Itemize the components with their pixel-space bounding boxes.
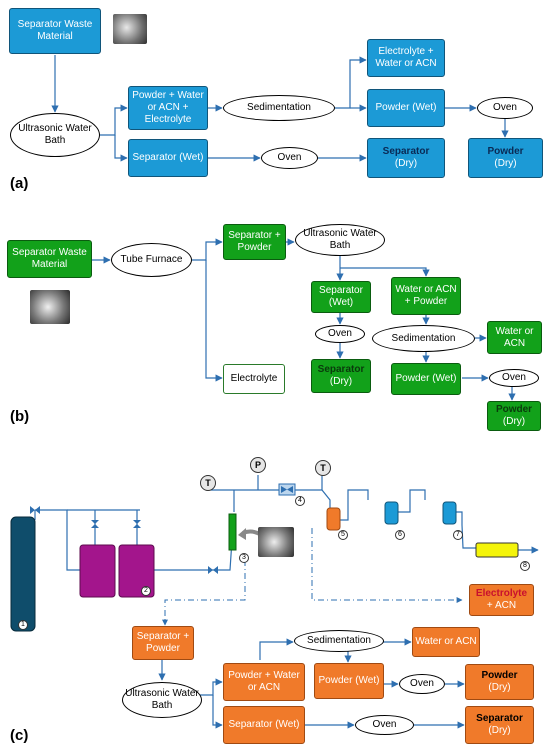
- powder-dry-box: Powder (Dry): [465, 664, 534, 700]
- label-4: 4: [295, 496, 305, 506]
- separator-waste-box: Separator Waste Material: [9, 8, 101, 54]
- powder-mix-box: Powder + Water or ACN + Electrolyte: [128, 86, 208, 130]
- electrolyte-acn-box: Electrolyte + ACN: [469, 584, 534, 616]
- sedimentation-oval: Sedimentation: [223, 95, 335, 121]
- valve-icon: [133, 520, 141, 528]
- valve-icon: [281, 486, 293, 493]
- separator-powder-box: Separator + Powder: [132, 626, 194, 660]
- powder-wet-box: Powder (Wet): [391, 363, 461, 395]
- trap-6: [384, 501, 399, 525]
- separator-dry-box: Separator (Dry): [367, 138, 445, 178]
- separator-waste-box: Separator Waste Material: [7, 240, 92, 278]
- powder-dry-box: Powder (Dry): [468, 138, 543, 178]
- electrolyte-box: Electrolyte: [223, 364, 285, 394]
- label-3: 3: [239, 553, 249, 563]
- separator-wet-box: Separator (Wet): [311, 281, 371, 313]
- water-acn-box: Water or ACN: [412, 627, 480, 657]
- separator-dry-box: Separator (Dry): [465, 706, 534, 744]
- oven-oval: Oven: [399, 674, 445, 694]
- panel-label-a: (a): [10, 175, 29, 192]
- waste-photo: [30, 290, 70, 324]
- temperature-gauge-icon: T: [315, 460, 331, 476]
- reactor-tube: [228, 513, 237, 551]
- separator-wet-box: Separator (Wet): [223, 706, 305, 744]
- ultrasonic-bath-oval: Ultrasonic Water Bath: [10, 113, 100, 157]
- label-2: 2: [141, 586, 151, 596]
- gas-cylinder: [10, 516, 36, 632]
- temperature-gauge-icon: T: [200, 475, 216, 491]
- oven-oval: Oven: [315, 325, 365, 343]
- tube-furnace-oval: Tube Furnace: [111, 243, 192, 277]
- label-5: 5: [338, 530, 348, 540]
- yellow-filter: [475, 542, 519, 558]
- oven-oval: Oven: [489, 369, 539, 387]
- label-7: 7: [453, 530, 463, 540]
- label-8: 8: [520, 561, 530, 571]
- label-1: 1: [18, 620, 28, 630]
- electrolyte-box: Electrolyte + Water or ACN: [367, 39, 445, 77]
- panel-label-c: (c): [10, 727, 29, 744]
- sedimentation-oval: Sedimentation: [372, 325, 475, 352]
- trap-7: [442, 501, 457, 525]
- water-acn-box: Water or ACN: [487, 321, 542, 354]
- powder-wet-box: Powder (Wet): [314, 663, 384, 699]
- oven-oval: Oven: [355, 715, 414, 735]
- vessel-a: [79, 544, 116, 598]
- valve-icon: [30, 506, 40, 514]
- sedimentation-oval: Sedimentation: [294, 630, 384, 652]
- powder-dry-box: Powder (Dry): [487, 401, 541, 431]
- separator-dry-box: Separator (Dry): [311, 359, 371, 393]
- oven-oval: Oven: [261, 147, 318, 169]
- ultrasonic-bath-oval: Ultrasonic Water Bath: [295, 224, 385, 256]
- ultrasonic-bath-oval: Ultrasonic Water Bath: [122, 682, 202, 718]
- pressure-gauge-icon: P: [250, 457, 266, 473]
- waste-photo: [258, 527, 294, 557]
- waste-photo: [113, 14, 147, 44]
- valve-icon: [91, 520, 99, 528]
- water-acn-powder-box: Water or ACN + Powder: [391, 277, 461, 315]
- box-label: Separator Waste Material: [17, 19, 93, 42]
- separator-powder-box: Separator + Powder: [223, 224, 286, 260]
- separator-wet-box: Separator (Wet): [128, 139, 208, 177]
- panel-label-b: (b): [10, 408, 30, 425]
- powder-wet-box: Powder (Wet): [367, 89, 445, 127]
- vessel-b: [118, 544, 155, 598]
- label-6: 6: [395, 530, 405, 540]
- valve-icon: [208, 566, 218, 574]
- trap-5: [326, 507, 341, 531]
- powder-mix-box: Powder + Water or ACN: [223, 663, 305, 701]
- oven-oval: Oven: [477, 97, 533, 119]
